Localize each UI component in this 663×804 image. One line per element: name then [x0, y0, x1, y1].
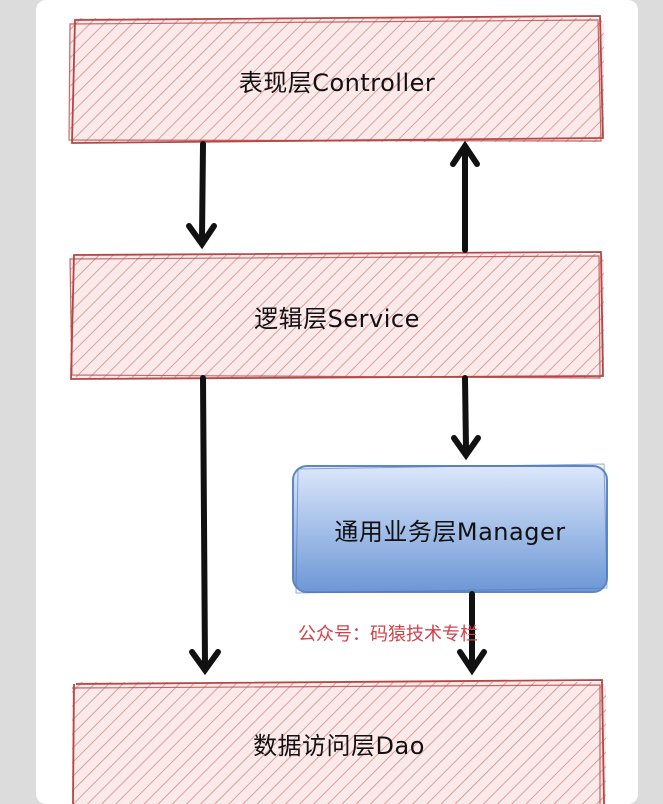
arrow-service-to-dao	[189, 375, 221, 676]
arrow-service-to-controller	[450, 140, 480, 253]
dao-box	[71, 679, 606, 804]
dao-layer-label: 数据访问层Dao	[253, 731, 425, 760]
arrow-manager-to-dao	[457, 591, 487, 676]
service-layer-label: 逻辑层Service	[254, 304, 420, 333]
controller-box	[68, 15, 604, 144]
arrow-controller-to-service	[186, 141, 217, 250]
service-box	[69, 251, 604, 380]
arrow-service-to-manager	[451, 375, 481, 461]
manager-layer-label: 通用业务层Manager	[334, 517, 566, 546]
manager-box	[292, 463, 608, 594]
watermark-text: 公众号：码猿技术专栏	[298, 624, 478, 645]
controller-layer-label: 表现层Controller	[238, 68, 436, 97]
